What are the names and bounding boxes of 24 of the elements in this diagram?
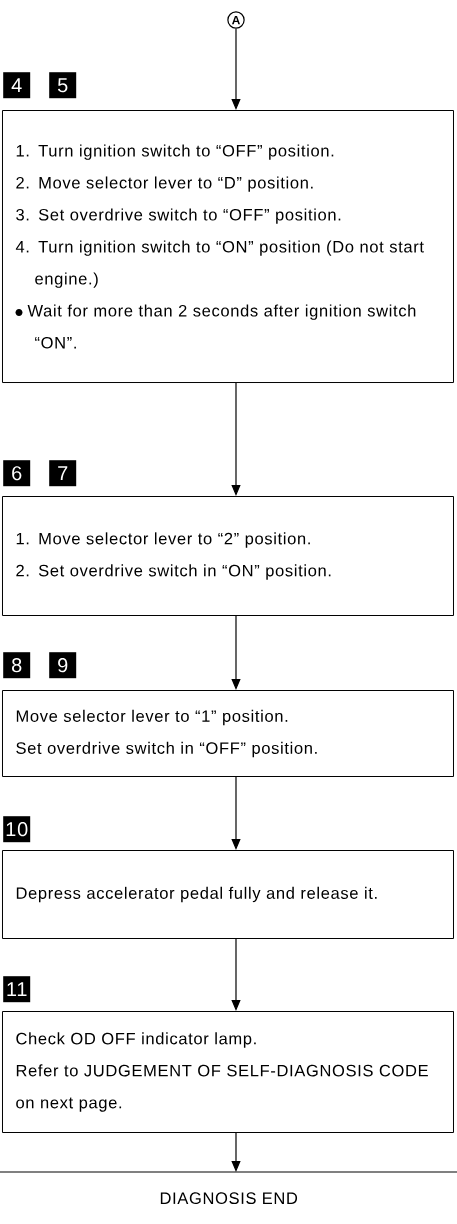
step-text: Check OD OFF indicator lamp. (16, 1032, 256, 1048)
step-badge: 11 (3, 976, 31, 1003)
step-badge: 9 (49, 652, 77, 679)
end-box: DIAGNOSIS END (0, 1171, 457, 1205)
step-badge: 4 (3, 72, 31, 99)
step-text: 4. Turn ignition switch to “ON” position (Do not start engine.) (15, 240, 424, 288)
step-text: Depress accelerator pedal fully and release it. (16, 886, 377, 903)
step-badge: 6 (3, 460, 31, 487)
step-badge: 7 (49, 460, 77, 487)
arrow (231, 28, 241, 110)
step-text: 2. Move selector lever to “D” position. (16, 176, 313, 192)
step-text: 3. Set overdrive switch to “OFF” position. (16, 208, 341, 224)
step-text: 2. Set overdrive switch in “ON” position. (16, 564, 331, 580)
step-text: Set overdrive switch in “OFF” position. (16, 741, 317, 758)
step-text: Wait for more than 2 seconds after ignition switch “ON”. (27, 304, 416, 349)
step-badge: 8 (3, 652, 31, 679)
arrow (231, 382, 241, 496)
step-text: 1. Turn ignition switch to “OFF” position. (16, 144, 334, 160)
step-text: 1. Move selector lever to “2” position. (16, 532, 310, 548)
step-badge: 5 (49, 72, 77, 99)
step-text: Move selector lever to “1” position. (16, 709, 288, 726)
step-badge: 10 (3, 816, 31, 843)
arrow (231, 615, 241, 690)
step-text: Refer to JUDGEMENT OF SELF-DIAGNOSIS CODE on next page. (16, 1064, 428, 1112)
